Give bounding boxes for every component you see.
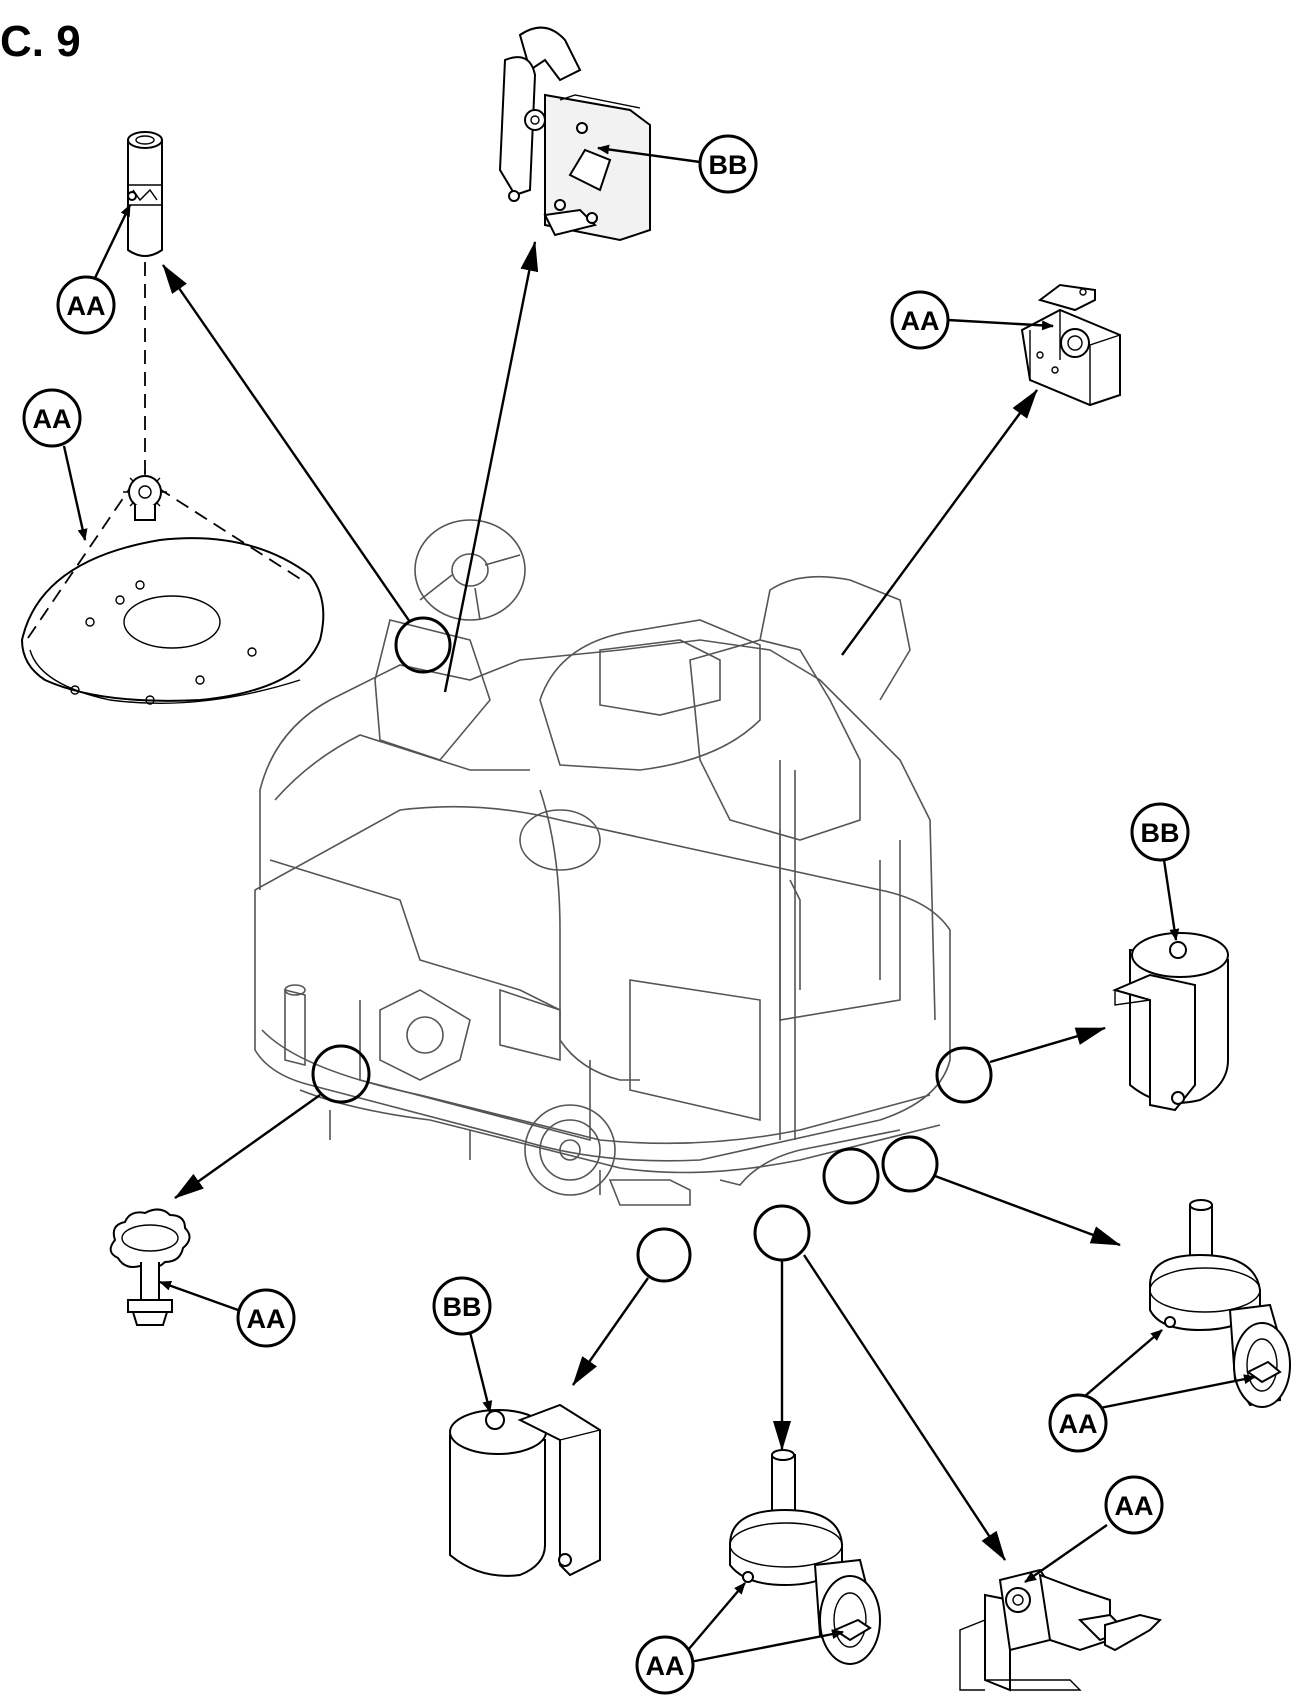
svg-text:BB: BB xyxy=(443,1292,482,1322)
callout-aa-bottom-caster: AA xyxy=(635,1582,844,1695)
callout-bb-pedal-linkage: BB xyxy=(597,134,758,194)
ring-squeegee-latch xyxy=(822,1147,880,1205)
svg-text:AA: AA xyxy=(1115,1491,1154,1521)
callout-aa-squeegee-latch: AA xyxy=(1024,1475,1164,1583)
callout-aa-mounting-bracket: AA xyxy=(890,290,1054,350)
steering-plate-part xyxy=(20,470,325,705)
ring-right-caster xyxy=(881,1135,939,1193)
caster-right-part xyxy=(1149,1199,1291,1408)
svg-text:BB: BB xyxy=(1141,818,1180,848)
callout-aa-steering-plate: AA xyxy=(22,388,88,541)
ring-front-caster xyxy=(753,1204,811,1262)
mounting-bracket-part xyxy=(1020,283,1121,407)
svg-text:AA: AA xyxy=(646,1651,685,1681)
bumper-roller-bottom-part xyxy=(449,1403,601,1577)
pedal-linkage-part xyxy=(498,26,651,242)
svg-text:BB: BB xyxy=(709,150,748,180)
squeegee-latch-part xyxy=(959,1568,1162,1692)
callout-bb-bumper-right: BB xyxy=(1130,802,1190,941)
leader-arrows xyxy=(162,241,1121,1561)
svg-text:AA: AA xyxy=(901,306,940,336)
svg-text:AA: AA xyxy=(67,291,106,321)
ring-left-bumper xyxy=(636,1227,692,1283)
svg-text:AA: AA xyxy=(33,404,72,434)
ring-left-knob xyxy=(311,1044,371,1104)
figure-label: C. 9 xyxy=(0,17,81,66)
adjustment-knob-part xyxy=(109,1208,191,1326)
detail-rings xyxy=(311,616,993,1283)
callout-aa-right-caster: AA xyxy=(1048,1329,1256,1453)
scrubber-machine-body xyxy=(254,519,951,1206)
callout-bb-bumper-bottom: BB xyxy=(432,1276,493,1413)
ring-steering-coupler xyxy=(394,616,452,674)
callout-bubbles: AA AA BB AA BB AA xyxy=(22,134,1256,1695)
caster-bottom-part xyxy=(729,1449,881,1665)
svg-text:AA: AA xyxy=(1059,1409,1098,1439)
bumper-roller-right-part xyxy=(1112,932,1229,1112)
svg-text:AA: AA xyxy=(247,1304,286,1334)
callout-aa-universal-joint: AA xyxy=(56,204,132,335)
ring-right-bumper xyxy=(935,1046,993,1104)
universal-joint-part xyxy=(127,131,163,478)
callout-aa-adjustment-knob: AA xyxy=(159,1280,296,1348)
